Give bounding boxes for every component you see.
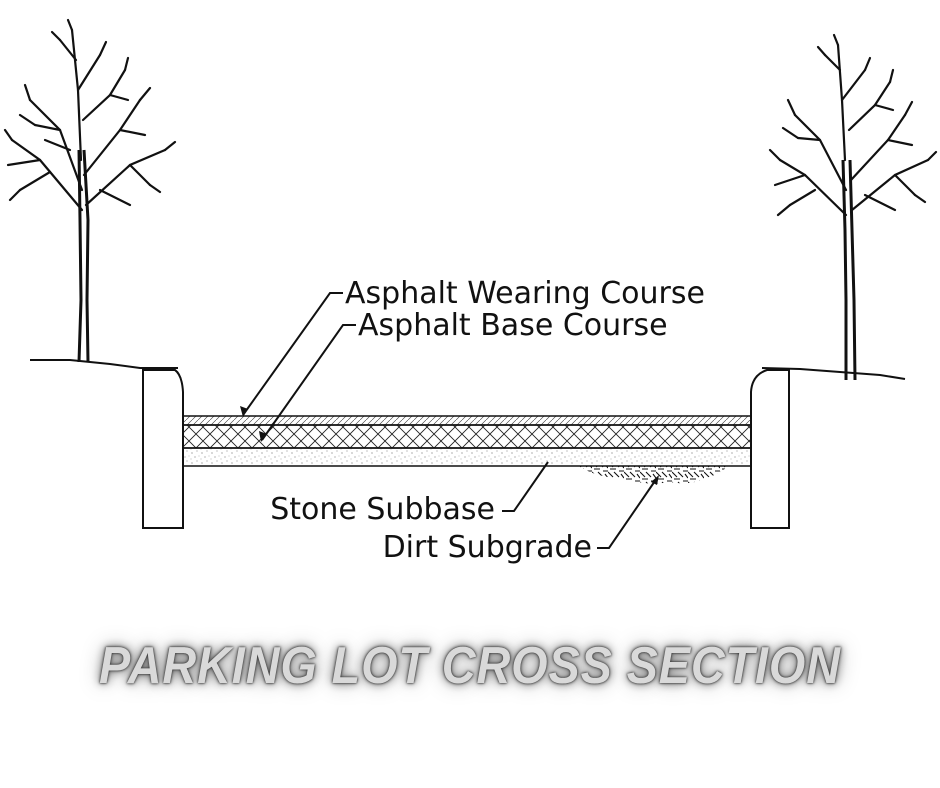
curb-right bbox=[750, 369, 790, 529]
dirt-subgrade-patch bbox=[578, 466, 728, 484]
tree-right-icon bbox=[768, 33, 938, 381]
leader-wearing-course bbox=[242, 292, 343, 416]
leader-base-course bbox=[261, 324, 356, 441]
label-stone-subbase: Stone Subbase bbox=[270, 492, 495, 527]
tree-left-icon bbox=[3, 18, 177, 363]
stone-subbase-layer bbox=[182, 447, 752, 467]
asphalt-wearing-course-layer bbox=[182, 415, 752, 426]
arrowhead-subgrade bbox=[651, 475, 659, 485]
diagram-title: PARKING LOT CROSS SECTION bbox=[99, 637, 841, 695]
curb-left bbox=[142, 369, 184, 529]
label-asphalt-base-course: Asphalt Base Course bbox=[358, 308, 668, 343]
arrowhead-base-course bbox=[259, 431, 267, 442]
arrowhead-wearing-course bbox=[240, 406, 248, 417]
label-asphalt-wearing-course: Asphalt Wearing Course bbox=[345, 276, 705, 311]
ground-line-left bbox=[30, 359, 178, 369]
leader-subbase bbox=[502, 461, 549, 512]
label-dirt-subgrade: Dirt Subgrade bbox=[383, 530, 592, 565]
leader-subgrade bbox=[597, 477, 658, 549]
asphalt-base-course-layer bbox=[182, 424, 752, 449]
ground-line-right bbox=[761, 367, 906, 380]
